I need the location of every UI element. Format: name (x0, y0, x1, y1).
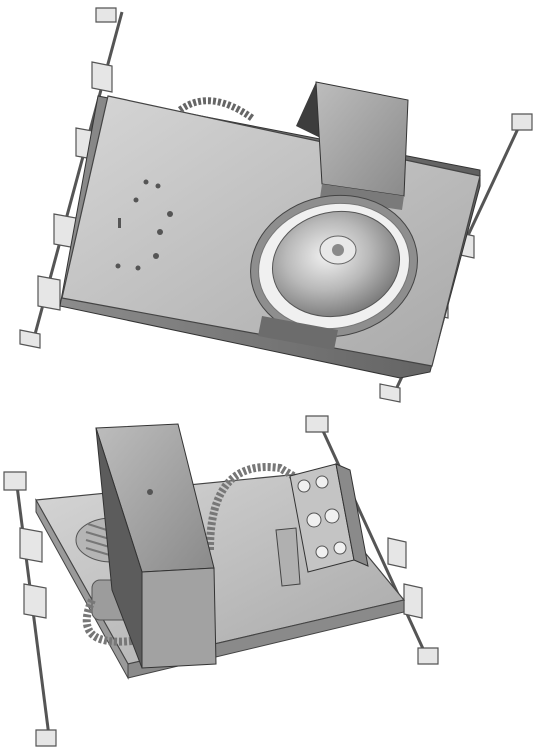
driver-box (296, 81, 409, 210)
fixture-top-view (19, 7, 533, 403)
left-hanger-bar-lower (3, 471, 57, 747)
junction-box-icon (275, 463, 369, 587)
fixture-back-view (3, 415, 439, 747)
right-hanger-bar-lower (305, 415, 439, 665)
mounting-holes (115, 179, 173, 271)
driver-box-lower (95, 423, 217, 669)
downlight-housing-icon (250, 194, 418, 350)
